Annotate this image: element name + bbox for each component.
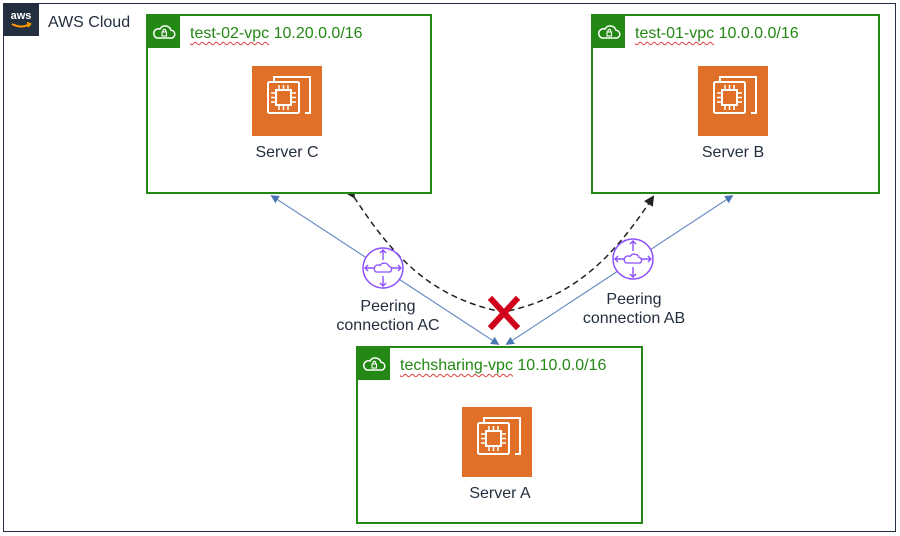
vpc-name: techsharing-vpc xyxy=(400,357,513,374)
server-label: Server B xyxy=(701,144,765,161)
aws-cloud-title: AWS Cloud xyxy=(48,14,131,31)
peering-label-ab: Peering connection AB xyxy=(564,290,704,328)
vpc-title: test-02-vpc 10.20.0.0/16 xyxy=(190,25,363,43)
vpc-test-02: test-02-vpc 10.20.0.0/16 Server C xyxy=(146,14,432,194)
ec2-instance-icon xyxy=(252,66,322,136)
peering-label-line1: Peering xyxy=(360,298,416,315)
peering-connection-icon xyxy=(362,247,404,289)
vpc-title: techsharing-vpc 10.10.0.0/16 xyxy=(400,357,606,375)
aws-cloud-group xyxy=(3,3,896,532)
peering-label-ac: Peering connection AC xyxy=(318,297,458,335)
vpc-cidr: 10.10.0.0/16 xyxy=(517,357,607,374)
server-label: Server C xyxy=(255,144,319,161)
vpc-cloud-lock-icon xyxy=(148,16,180,48)
server-label: Server A xyxy=(469,485,531,502)
peering-label-line2: connection AC xyxy=(336,317,440,334)
ec2-instance-icon xyxy=(462,407,532,477)
vpc-test-01: test-01-vpc 10.0.0.0/16 Server B xyxy=(591,14,880,194)
vpc-name: test-02-vpc xyxy=(190,25,270,42)
blocked-x-icon xyxy=(488,296,520,330)
peering-connection-icon xyxy=(612,238,654,280)
vpc-cidr: 10.0.0.0/16 xyxy=(718,25,799,42)
vpc-cloud-lock-icon xyxy=(593,16,625,48)
aws-logo-icon: aws xyxy=(3,3,39,36)
aws-logo-text: aws xyxy=(11,10,32,22)
vpc-techsharing: techsharing-vpc 10.10.0.0/16 Server A xyxy=(356,346,643,524)
vpc-title: test-01-vpc 10.0.0.0/16 xyxy=(635,25,799,43)
vpc-cloud-lock-icon xyxy=(358,348,390,380)
vpc-name: test-01-vpc xyxy=(635,25,715,42)
peering-label-line1: Peering xyxy=(606,291,662,308)
ec2-instance-icon xyxy=(698,66,768,136)
vpc-cidr: 10.20.0.0/16 xyxy=(273,25,363,42)
peering-label-line2: connection AB xyxy=(582,310,686,327)
